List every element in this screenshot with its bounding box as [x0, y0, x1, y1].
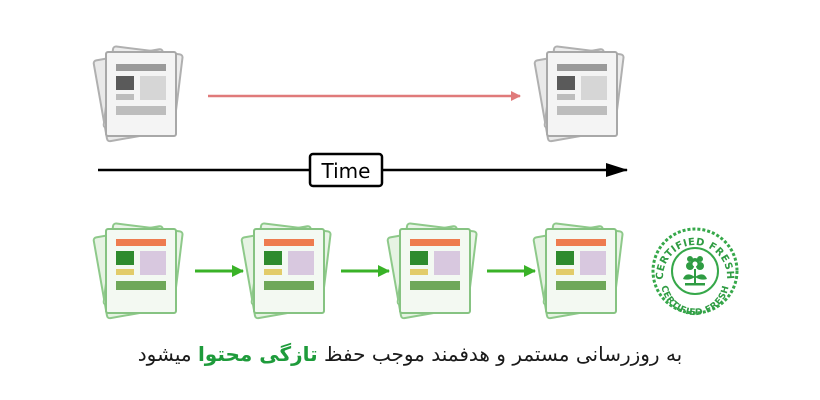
- fresh-document-4: [532, 222, 624, 320]
- old-document-right: [533, 45, 625, 143]
- time-label: Time: [321, 159, 371, 183]
- flower-icon: [683, 256, 707, 286]
- old-document-left: [92, 45, 184, 143]
- fresh-document-1: [92, 222, 184, 320]
- time-label-box: [308, 152, 384, 188]
- fresh-document-2: [240, 222, 332, 320]
- fresh-document-3: [386, 222, 478, 320]
- caption-highlight: تازگی محتوا: [197, 342, 318, 366]
- caption-part2: میشود: [137, 342, 192, 366]
- caption-part1: به روزرسانی مستمر و هدفمند موجب حفظ: [324, 342, 683, 366]
- caption: به روزرسانی مستمر و هدفمند موجب حفظ تازگ…: [0, 342, 820, 366]
- certified-fresh-seal: CERTIFIED FRESH CERTIFIED FRESH: [651, 227, 739, 318]
